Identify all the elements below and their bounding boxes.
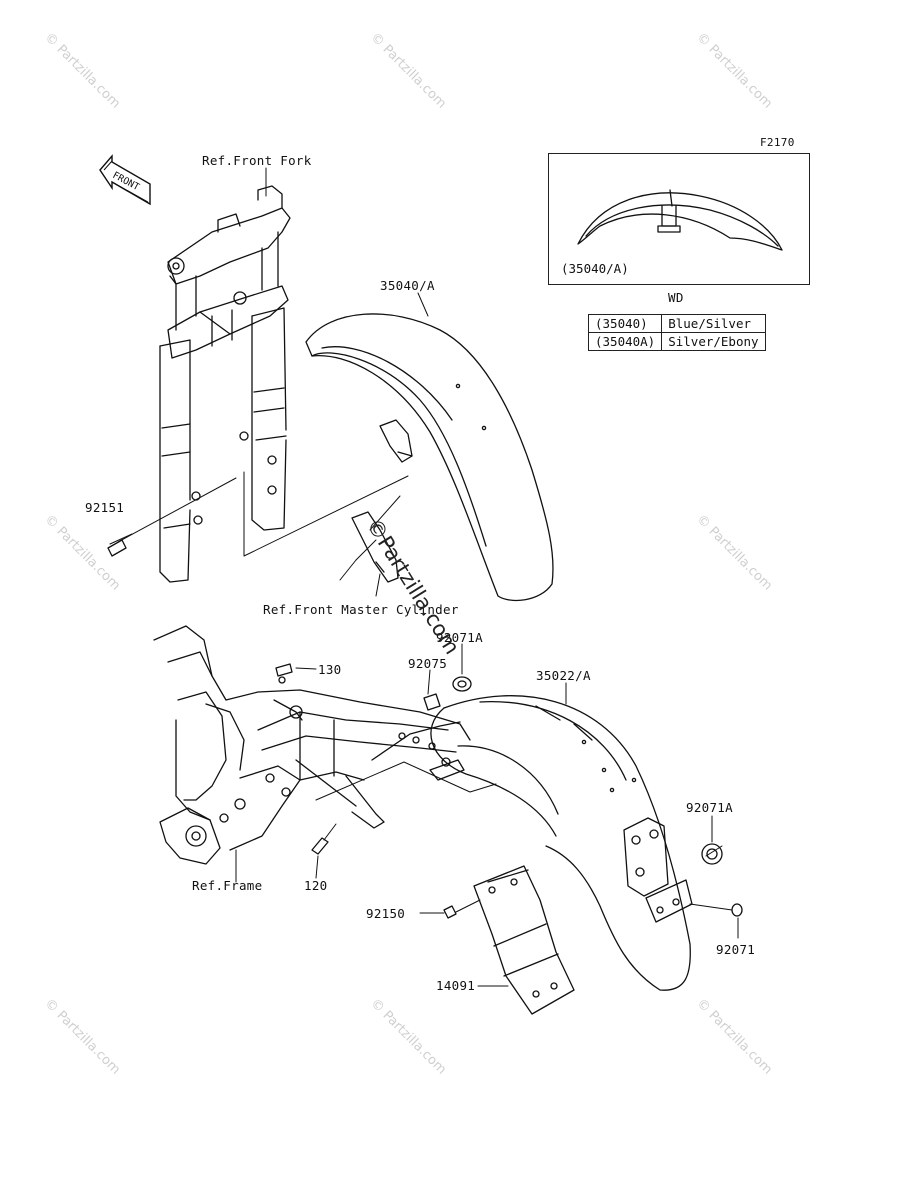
inset-caption: (35040/A) bbox=[561, 261, 629, 276]
table-cell-color: Silver/Ebony bbox=[661, 332, 766, 351]
label-92151: 92151 bbox=[85, 500, 125, 515]
rear-fender-drawing bbox=[430, 695, 743, 1015]
color-table: (35040) Blue/Silver (35040A) Silver/Ebon… bbox=[587, 314, 766, 351]
leader-lines bbox=[109, 167, 739, 987]
inset-model-label: WD bbox=[668, 290, 684, 305]
label-35022: 35022/A bbox=[536, 668, 591, 683]
color-variant-inset: (35040/A) bbox=[548, 153, 810, 285]
master-cylinder-bracket-drawing bbox=[339, 495, 401, 597]
label-92075: 92075 bbox=[408, 656, 448, 671]
label-92071a-right: 92071A bbox=[686, 800, 733, 815]
figure-code: F2170 bbox=[760, 136, 795, 149]
label-92071: 92071 bbox=[716, 942, 756, 957]
label-ref-front-fork: Ref.Front Fork bbox=[202, 153, 312, 168]
table-cell-part: (35040A) bbox=[587, 332, 663, 351]
label-92150: 92150 bbox=[366, 906, 406, 921]
label-ref-frame: Ref.Frame bbox=[192, 878, 263, 893]
label-92071a-top: 92071A bbox=[436, 630, 483, 645]
label-14091: 14091 bbox=[436, 978, 476, 993]
front-direction-arrow: FRONT bbox=[99, 154, 151, 206]
table-row: (35040A) Silver/Ebony bbox=[587, 332, 766, 351]
inset-fender-drawing bbox=[577, 189, 783, 251]
front-fork-drawing bbox=[107, 185, 409, 583]
table-cell-color: Blue/Silver bbox=[661, 314, 766, 333]
label-130: 130 bbox=[318, 662, 342, 677]
label-ref-front-master-cylinder: Ref.Front Master Cylinder bbox=[263, 602, 459, 617]
front-fender-drawing bbox=[305, 313, 554, 602]
label-35040: 35040/A bbox=[380, 278, 435, 293]
table-cell-part: (35040) bbox=[587, 314, 663, 333]
label-120: 120 bbox=[304, 878, 328, 893]
frame-drawing bbox=[153, 625, 497, 865]
table-row: (35040) Blue/Silver bbox=[587, 314, 766, 333]
